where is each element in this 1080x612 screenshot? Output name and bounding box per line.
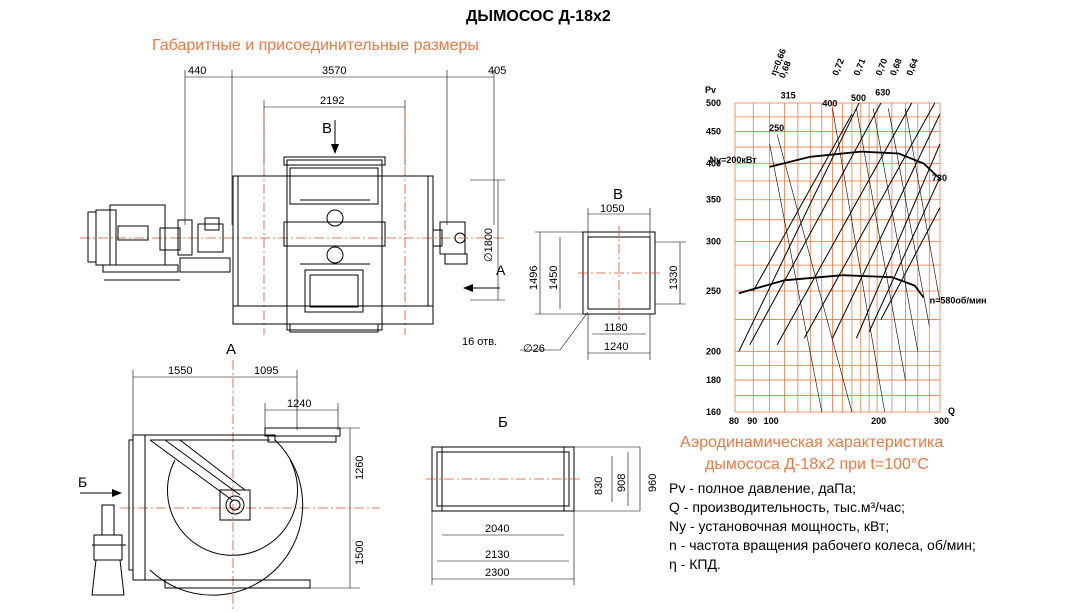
system-curve [738,102,860,352]
dim-2040: 2040 [485,523,509,535]
system-curve [776,102,913,346]
dim-1550: 1550 [168,365,192,377]
efficiency-label: 0,72 [830,57,846,77]
y-tick-label: 450 [706,127,721,137]
series-curve [738,274,925,299]
dim-1180: 1180 [604,322,628,334]
dim-1450: 1450 [548,266,560,290]
legend-item-pv: Pv - полное давление, даПа; [669,480,857,496]
speed-label: 630 [875,88,890,98]
speed-label: 730 [932,173,947,183]
y-tick-label: 300 [706,237,721,247]
legend-item-eta: η - КПД. [669,556,721,572]
efficiency-label: 0,64 [904,57,920,77]
legend-item-ny: Ny - установочная мощность, кВт; [669,518,890,534]
efficiency-label: 0,71 [852,57,868,77]
dim-2300: 2300 [485,567,509,579]
efficiency-line [888,108,930,326]
holes-note: 16 отв. [462,336,497,348]
dim-3570: 3570 [322,65,346,77]
efficiency-line [769,143,823,413]
dim-2130: 2130 [485,549,509,561]
efficiency-label: 0,70 [874,57,890,77]
series-curve [769,150,941,180]
dim-1240b: 1240 [604,341,628,353]
y-tick-label: 250 [706,286,721,296]
view-label-a: А [226,341,236,358]
y-axis-label: Pv [705,85,716,95]
system-curve [752,113,853,292]
drawing-subtitle: Габаритные и присоединительные размеры [152,37,479,54]
dim-908: 908 [616,474,628,492]
x-axis-label: Q [948,406,955,416]
view-label-b-lower: Б [498,414,508,431]
system-curve [803,102,936,339]
efficiency-line [856,108,906,381]
y-tick-label: 400 [706,159,721,169]
system-curve [749,102,882,346]
view-label-b-upper: В [322,120,332,137]
aero-chart: 80 90 100 200 300 160 180 200 250 300 350 400 450 500… [705,47,987,426]
view-a-side: А 1550 1095 1240 Б [78,341,380,612]
dim-1260: 1260 [354,456,366,480]
dim-d26: ∅26 [523,343,545,355]
x-tick-label: 300 [934,416,949,426]
speed-label: 315 [781,90,796,100]
series-label: n=580об/мин [930,296,987,306]
y-tick-label: 160 [706,407,721,417]
system-curve [880,207,941,320]
dim-440: 440 [188,65,206,77]
system-curve [832,113,941,339]
y-tick-label: 500 [706,98,721,108]
efficiency-label: 0,68 [888,57,904,77]
dim-1800: ∅1800 [483,228,495,262]
chart-caption-line1: Аэродинамическая характеристика [680,434,944,451]
x-tick-label: 90 [747,416,757,426]
y-tick-label: 180 [706,375,721,385]
page-title: ДЫМОСОС Д-18х2 [466,8,611,25]
y-tick-label: 200 [706,346,721,356]
x-tick-label: 80 [729,416,739,426]
efficiency-line [776,134,853,413]
dim-960: 960 [647,474,659,492]
view-label-a-arrow: А [496,262,506,278]
dim-830: 830 [593,477,605,495]
view-b-flange: В 1050 1496 1450 1330 1180 1240 16 отв. … [462,186,686,360]
y-tick-label: 350 [706,195,721,205]
speed-label: 250 [769,123,784,133]
efficiency-line [832,108,885,413]
efficiency-line [905,108,941,303]
dim-1240: 1240 [287,398,311,410]
dim-2192: 2192 [320,95,344,107]
view-label-b-arrow: Б [78,474,87,490]
dim-1500: 1500 [354,541,366,565]
dim-405: 405 [488,65,506,77]
front-view: 440 3570 405 2192 В [80,65,506,335]
dim-1330: 1330 [668,266,680,290]
speed-label: 500 [851,93,866,103]
legend-item-q: Q - производительность, тыс.м³/час; [669,499,906,515]
dim-1496: 1496 [528,266,540,290]
efficiency-line [872,108,919,352]
speed-label: 400 [822,98,837,108]
view-b-outlet: Б 830 908 960 2040 2130 2300 [426,414,659,585]
view-label-b-flange: В [613,186,623,203]
legend-item-n: n - частота вращения рабочего колеса, об… [669,537,976,553]
system-curve [855,143,941,339]
dim-1095: 1095 [254,365,278,377]
chart-caption-line2: дымососа Д-18х2 при t=100°С [705,456,929,473]
system-curve [868,177,941,333]
x-tick-label: 100 [764,416,779,426]
series-label: Ny=200кВт [710,155,758,165]
dim-1050: 1050 [600,203,624,215]
x-tick-label: 200 [871,416,886,426]
